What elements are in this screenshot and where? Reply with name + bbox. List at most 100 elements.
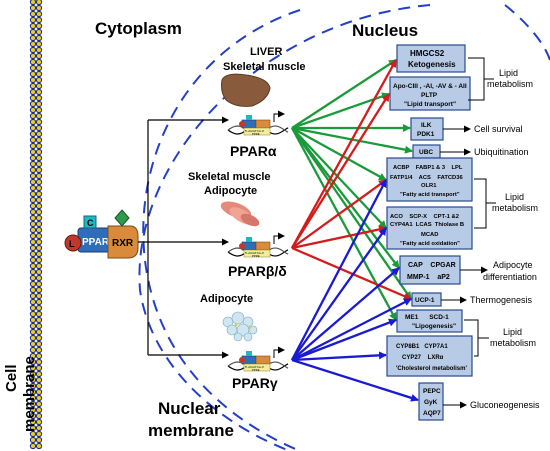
membrane-bead (35, 370, 43, 378)
target-box-me1: ME1 SCD-1 "Lipogenesis" (396, 309, 463, 333)
nuclear-membrane-label-line2: membrane (148, 421, 234, 440)
membrane-bead (35, 388, 43, 396)
membrane-bead (29, 418, 37, 426)
fo-line1: ACO SCP-X CPT-1 &2 (390, 214, 459, 220)
membrane-bead (29, 46, 37, 54)
membrane-bead (35, 190, 43, 198)
membrane-bead (29, 166, 37, 174)
membrane-bead (35, 346, 43, 354)
pepc-line1: PEPC (423, 388, 441, 395)
dna-rxr (255, 119, 271, 129)
membrane-bead (29, 178, 37, 186)
cap-line1: CAP CPGAR (408, 262, 456, 269)
membrane-bead (29, 202, 37, 210)
membrane-bead (29, 88, 37, 96)
membrane-bead (29, 370, 37, 378)
ppre-box (243, 249, 271, 258)
membrane-bead (29, 106, 37, 114)
ft-line4: "Fatty acid transport" (400, 192, 460, 198)
membrane-bead (29, 364, 37, 372)
regulation-arrow (291, 93, 390, 249)
adipocyte-icon (222, 311, 258, 342)
membrane-bead (35, 178, 43, 186)
membrane-bead (29, 232, 37, 240)
membrane-bead (29, 10, 37, 18)
outcome-lipid-1-line2: metabolism (487, 79, 533, 89)
membrane-bead (29, 238, 37, 246)
membrane-bead (35, 22, 43, 30)
membrane-bead (29, 196, 37, 204)
membrane-bead (35, 154, 43, 162)
membrane-bead (29, 220, 37, 228)
membrane-bead (29, 154, 37, 162)
membrane-bead (29, 58, 37, 66)
regulation-arrow (291, 267, 400, 361)
membrane-bead (29, 112, 37, 120)
membrane-bead (35, 82, 43, 90)
outcome-lipid-3-line2: metabolism (490, 338, 536, 348)
dna-ligand (239, 243, 245, 249)
beta-tissue-line2: Adipocyte (204, 185, 257, 197)
membrane-bead (35, 40, 43, 48)
regulation-arrow (291, 126, 387, 182)
target-box-cap: CAP CPGAR MMP-1 aP2 (399, 255, 461, 285)
regulation-arrow (291, 318, 397, 362)
ppre-box (243, 363, 271, 372)
ppre-label: PPRE (252, 368, 260, 372)
membrane-bead (35, 430, 43, 438)
membrane-bead (29, 94, 37, 102)
outcome-lipid-2-line2: metabolism (492, 203, 538, 213)
membrane-bead (29, 412, 37, 420)
membrane-bead (29, 382, 37, 390)
regulation-arrow (291, 246, 412, 301)
apo-line2: PLTP (421, 92, 438, 99)
target-box-ucp: UCP-1 (411, 292, 442, 307)
membrane-bead (35, 244, 43, 252)
membrane-bead (35, 304, 43, 312)
dna-alpha: 5'-AGGTCA-3'PPRE (227, 110, 289, 136)
membrane-bead (29, 208, 37, 216)
fo-line2: CYP4A1 LCAS Thiolase B (390, 222, 464, 228)
membrane-bead (35, 298, 43, 306)
membrane-bead (29, 424, 37, 432)
membrane-bead (29, 430, 37, 438)
ppar-label: PPAR (82, 237, 110, 248)
alpha-tissue-line1: LIVER (250, 46, 282, 58)
membrane-bead (29, 304, 37, 312)
cyp-line1: CYP8B1 CYP7A1 (396, 344, 448, 350)
membrane-bead (29, 64, 37, 72)
membrane-bead (35, 382, 43, 390)
membrane-bead (29, 292, 37, 300)
membrane-bead (29, 334, 37, 342)
ligand-circle (64, 234, 82, 252)
dna-coactivator (246, 237, 252, 242)
membrane-bead (29, 172, 37, 180)
membrane-bead (29, 400, 37, 408)
transcription-arrow (273, 110, 285, 122)
membrane-bead (35, 28, 43, 36)
membrane-bead (35, 286, 43, 294)
membrane-bead (35, 322, 43, 330)
membrane-bead (35, 220, 43, 228)
beta-tissue-line1: Skeletal muscle (188, 171, 271, 183)
membrane-bead (29, 376, 37, 384)
membrane-bead (29, 358, 37, 366)
transcription-arrow (273, 346, 285, 358)
membrane-bead (29, 0, 37, 6)
outcome-thermogenesis: Thermogenesis (470, 295, 533, 305)
membrane-bead (35, 418, 43, 426)
membrane-bead (35, 16, 43, 24)
ppre-label: PPRE (252, 254, 260, 258)
membrane-bead (29, 16, 37, 24)
membrane-bead (35, 256, 43, 264)
cell-membrane-label-line1: Cell (3, 364, 20, 392)
outcome-brackets (440, 57, 496, 409)
dna-gamma: 5'-AGGTCA-3'PPRE (227, 346, 289, 372)
membrane-bead (35, 124, 43, 132)
ppre-sequence: 5'-AGGTCA-3' (245, 129, 265, 133)
membrane-bead (35, 52, 43, 60)
me1-line1: ME1 SCD-1 (405, 314, 449, 321)
green-diamond-icon (114, 209, 130, 227)
ilk-line1: ILK (421, 122, 432, 129)
membrane-bead (29, 322, 37, 330)
